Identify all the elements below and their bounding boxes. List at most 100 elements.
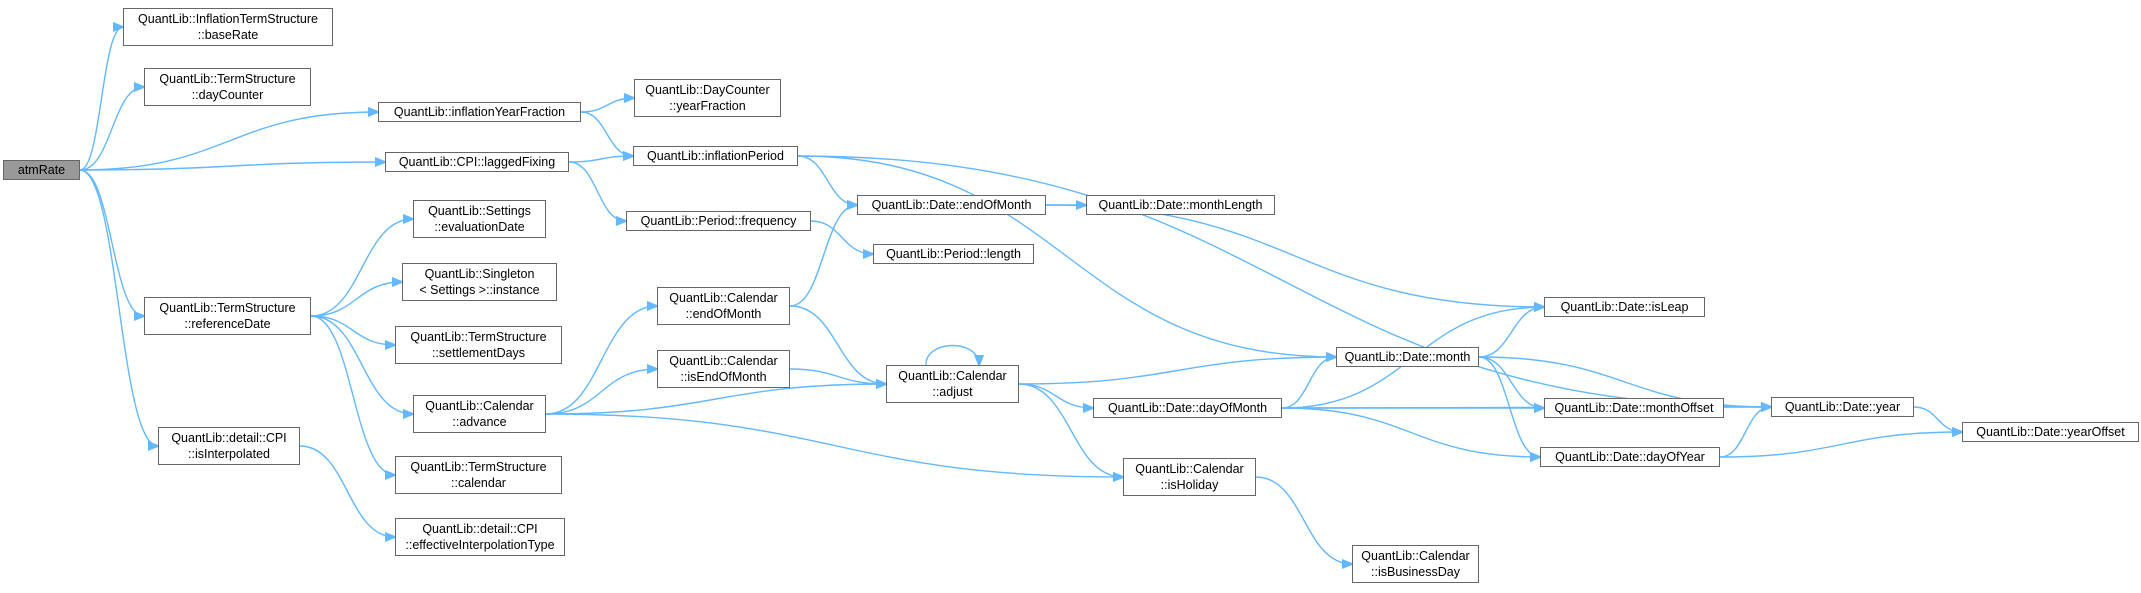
node-is-end-of-month[interactable]: QuantLib::Calendar::isEndOfMonth <box>657 350 790 388</box>
edge-date-end-of-month-to-is-leap <box>1045 204 1544 307</box>
node-date-end-of-month[interactable]: QuantLib::Date::endOfMonth <box>857 195 1046 215</box>
node-label: QuantLib::Date::isLeap <box>1560 300 1689 314</box>
edge-adjust-to-day-of-month <box>1018 383 1093 408</box>
node-label: QuantLib::TermStructure <box>410 330 547 344</box>
node-reference-date[interactable]: QuantLib::TermStructure::referenceDate <box>144 297 311 335</box>
node-frequency[interactable]: QuantLib::Period::frequency <box>626 211 811 231</box>
node-label: QuantLib::Calendar <box>898 369 1007 383</box>
node-singleton-instance[interactable]: QuantLib::Singleton< Settings >::instanc… <box>402 263 557 301</box>
edge-advance-to-adjust <box>545 384 886 415</box>
node-label: QuantLib::Period::length <box>886 247 1021 261</box>
node-evaluation-date[interactable]: QuantLib::Settings::evaluationDate <box>413 200 546 238</box>
edge-advance-to-is-holiday <box>545 413 1123 477</box>
node-label: QuantLib::detail::CPI <box>171 431 287 445</box>
edge-advance-to-is-end-of-month <box>545 369 657 415</box>
node-label: ::effectiveInterpolationType <box>405 538 555 552</box>
node-month-length[interactable]: QuantLib::Date::monthLength <box>1086 195 1275 215</box>
edge-date-year-to-year-offset <box>1913 406 1962 432</box>
node-label: QuantLib::inflationYearFraction <box>393 105 566 119</box>
node-label: QuantLib::Date::monthLength <box>1098 198 1263 212</box>
node-ts-calendar[interactable]: QuantLib::TermStructure::calendar <box>395 456 562 494</box>
node-label: ::isEndOfMonth <box>680 370 767 384</box>
edge-is-interpolated-to-eff-interp <box>299 445 395 537</box>
node-label: ::advance <box>452 415 507 429</box>
edge-advance-to-cal-end-of-month <box>545 306 657 415</box>
edge-adjust-to-is-holiday <box>1018 383 1123 477</box>
node-label: ::evaluationDate <box>434 220 525 234</box>
node-label: ::settlementDays <box>431 346 526 360</box>
node-eff-interp[interactable]: QuantLib::detail::CPI::effectiveInterpol… <box>395 518 565 556</box>
edge-atm-rate-to-inflation-year-fraction <box>79 112 378 171</box>
node-day-counter[interactable]: QuantLib::TermStructure::dayCounter <box>144 68 311 106</box>
edge-adjust-to-adjust <box>925 344 979 366</box>
edge-reference-date-to-singleton-instance <box>310 282 402 317</box>
node-day-of-year[interactable]: QuantLib::Date::dayOfYear <box>1540 447 1720 467</box>
edge-reference-date-to-advance <box>310 315 413 414</box>
node-period-length[interactable]: QuantLib::Period::length <box>873 244 1034 264</box>
node-advance[interactable]: QuantLib::Calendar::advance <box>413 395 546 433</box>
node-year-offset[interactable]: QuantLib::Date::yearOffset <box>1962 422 2139 442</box>
node-inflation-period[interactable]: QuantLib::inflationPeriod <box>633 146 798 166</box>
node-label: QuantLib::CPI::laggedFixing <box>398 155 556 169</box>
node-label: QuantLib::TermStructure <box>410 460 547 474</box>
node-label: QuantLib::TermStructure <box>159 301 296 315</box>
node-label: ::isHoliday <box>1160 478 1219 492</box>
node-label: QuantLib::detail::CPI <box>422 522 538 536</box>
node-label: ::endOfMonth <box>685 307 762 321</box>
edge-inflation-period-to-date-year <box>797 155 1771 407</box>
node-date-year[interactable]: QuantLib::Date::year <box>1771 397 1914 417</box>
node-label: QuantLib::Settings <box>428 204 531 218</box>
node-label: QuantLib::Date::dayOfMonth <box>1107 401 1268 415</box>
node-label: QuantLib::InflationTermStructure <box>138 12 318 26</box>
node-label: ::yearFraction <box>669 99 746 113</box>
node-inflation-year-fraction[interactable]: QuantLib::inflationYearFraction <box>378 102 581 122</box>
node-day-of-month[interactable]: QuantLib::Date::dayOfMonth <box>1093 398 1282 418</box>
node-label: ::baseRate <box>197 28 259 42</box>
edge-reference-date-to-ts-calendar <box>310 315 395 475</box>
node-label: QuantLib::Calendar <box>425 399 534 413</box>
node-is-leap[interactable]: QuantLib::Date::isLeap <box>1544 297 1705 317</box>
edge-atm-rate-to-is-interpolated <box>79 169 158 446</box>
node-label: QuantLib::inflationPeriod <box>647 149 784 163</box>
node-label: QuantLib::Singleton <box>424 267 535 281</box>
node-label: ::isBusinessDay <box>1371 565 1460 579</box>
node-lagged-fixing[interactable]: QuantLib::CPI::laggedFixing <box>385 152 569 172</box>
node-label: QuantLib::Date::endOfMonth <box>871 198 1032 212</box>
edge-atm-rate-to-reference-date <box>79 169 144 316</box>
node-label: QuantLib::Date::dayOfYear <box>1555 450 1705 464</box>
node-is-holiday[interactable]: QuantLib::Calendar::isHoliday <box>1123 458 1256 496</box>
edge-lagged-fixing-to-frequency <box>568 161 626 221</box>
node-is-interpolated[interactable]: QuantLib::detail::CPI::isInterpolated <box>158 427 300 465</box>
node-month-offset[interactable]: QuantLib::Date::monthOffset <box>1544 398 1724 418</box>
edge-inflation-year-fraction-to-year-fraction <box>580 98 634 113</box>
node-label: QuantLib::Date::yearOffset <box>1976 425 2125 439</box>
edge-atm-rate-to-lagged-fixing <box>79 162 385 171</box>
node-atm-rate[interactable]: atmRate <box>3 160 80 180</box>
edge-atm-rate-to-base-rate <box>79 27 123 171</box>
node-cal-end-of-month[interactable]: QuantLib::Calendar::endOfMonth <box>657 287 790 325</box>
node-is-business-day[interactable]: QuantLib::Calendar::isBusinessDay <box>1352 545 1479 583</box>
node-label: ::referenceDate <box>184 317 271 331</box>
node-label: QuantLib::Calendar <box>1135 462 1244 476</box>
node-date-month[interactable]: QuantLib::Date::month <box>1336 347 1479 367</box>
edge-lagged-fixing-to-inflation-period <box>568 156 633 163</box>
node-label: ::calendar <box>451 476 506 490</box>
node-year-fraction[interactable]: QuantLib::DayCounter::yearFraction <box>634 79 781 117</box>
edge-day-of-year-to-date-year <box>1719 407 1771 458</box>
edge-inflation-period-to-date-end-of-month <box>797 155 857 205</box>
node-label: atmRate <box>17 163 66 177</box>
edge-frequency-to-period-length <box>810 220 873 254</box>
edge-day-of-year-to-year-offset <box>1719 432 1962 458</box>
node-label: QuantLib::Date::year <box>1784 400 1901 414</box>
edge-adjust-to-date-month <box>1018 357 1336 385</box>
node-settlement-days[interactable]: QuantLib::TermStructure::settlementDays <box>395 326 562 364</box>
edge-inflation-year-fraction-to-inflation-period <box>580 111 633 156</box>
edge-atm-rate-to-day-counter <box>79 87 144 171</box>
node-label: QuantLib::Calendar <box>669 291 778 305</box>
node-base-rate[interactable]: QuantLib::InflationTermStructure::baseRa… <box>123 8 333 46</box>
node-adjust[interactable]: QuantLib::Calendar::adjust <box>886 365 1019 403</box>
node-label: ::adjust <box>932 385 973 399</box>
edge-cal-end-of-month-to-date-end-of-month <box>789 205 857 307</box>
